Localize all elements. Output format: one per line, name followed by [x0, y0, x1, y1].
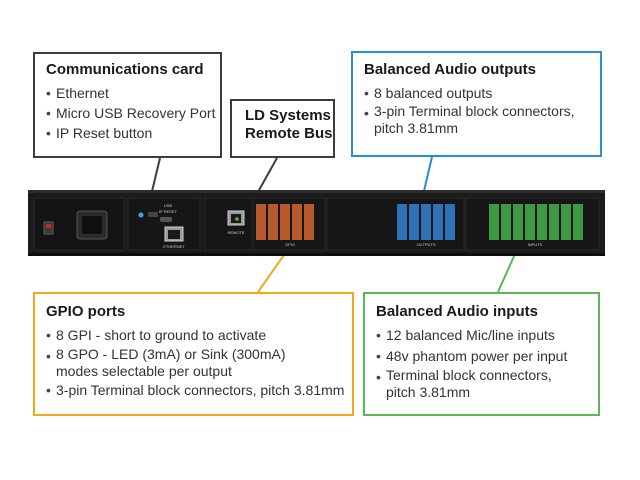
remote-bus-callout: LD Systems Remote Bus [230, 99, 335, 158]
gpio-label: GPIO [285, 242, 295, 247]
usb-label: USB [164, 203, 173, 208]
input-connector [501, 204, 511, 240]
input-connector [537, 204, 547, 240]
outputs-item-connectors-line1: 3-pin Terminal block connectors, [374, 103, 575, 119]
outputs-item-connectors-line2: pitch 3.81mm [374, 120, 459, 136]
iec-inlet-inner [82, 216, 102, 234]
communications-card-callout: Communications card Ethernet Micro USB R… [33, 52, 222, 158]
output-connector [445, 204, 455, 240]
gpio-item-gpo: 8 GPO - LED (3mA) or Sink (300mA) modes … [46, 346, 352, 380]
input-connector [525, 204, 535, 240]
gpio-connector [256, 204, 266, 240]
inputs-item-phantom: 48v phantom power per input [376, 346, 598, 367]
communications-card-title: Communications card [46, 61, 204, 78]
balanced-outputs-callout: Balanced Audio outputs 8 balanced output… [351, 51, 602, 157]
chassis-shadow [28, 253, 605, 256]
ethernet-port-inner [168, 230, 180, 239]
balanced-inputs-title: Balanced Audio inputs [376, 303, 538, 320]
balanced-inputs-callout: Balanced Audio inputs 12 balanced Mic/li… [363, 292, 600, 416]
gpio-connectors [256, 204, 314, 240]
output-connector [409, 204, 419, 240]
inputs-item-connectors: Terminal block connectors, pitch 3.81mm [376, 367, 598, 401]
input-connector [549, 204, 559, 240]
input-connector [573, 204, 583, 240]
communications-card-list: Ethernet Micro USB Recovery Port IP Rese… [46, 83, 220, 143]
ip-reset-label: IP RESET [159, 209, 178, 214]
outputs-item-connectors: 3-pin Terminal block connectors, pitch 3… [364, 103, 600, 137]
balanced-inputs-list: 12 balanced Mic/line inputs 48v phantom … [376, 325, 598, 401]
inputs-item-connectors-line1: Terminal block connectors, [386, 367, 552, 383]
gpio-connector [280, 204, 290, 240]
output-connectors [397, 204, 455, 240]
balanced-outputs-title: Balanced Audio outputs [364, 61, 536, 78]
gpio-item-connectors: 3-pin Terminal block connectors, pitch 3… [46, 380, 352, 401]
comm-card-panel [127, 197, 201, 251]
output-connector [421, 204, 431, 240]
balanced-outputs-list: 8 balanced outputs 3-pin Terminal block … [364, 83, 600, 137]
inputs-item-connectors-line2: pitch 3.81mm [386, 384, 471, 400]
input-connector [513, 204, 523, 240]
gpio-ports-callout: GPIO ports 8 GPI - short to ground to ac… [33, 292, 354, 416]
chassis-highlight [28, 190, 605, 193]
comm-item-ip-reset: IP Reset button [46, 123, 220, 143]
gpio-ports-list: 8 GPI - short to ground to activate 8 GP… [46, 325, 352, 401]
gpio-item-gpi: 8 GPI - short to ground to activate [46, 325, 352, 346]
usb-led [138, 212, 144, 218]
input-connector [489, 204, 499, 240]
remote-bus-title-line1: LD Systems [245, 107, 331, 124]
gpio-connector [268, 204, 278, 240]
ethernet-label: ETHERNET [163, 244, 185, 249]
micro-usb-port [148, 212, 158, 217]
gpio-connector [292, 204, 302, 240]
output-connector [433, 204, 443, 240]
ip-reset-button [160, 217, 172, 222]
gpio-ports-title: GPIO ports [46, 303, 126, 320]
outputs-panel [326, 197, 465, 251]
gpio-item-gpo-line2: modes selectable per output [56, 363, 232, 379]
output-connector [397, 204, 407, 240]
power-switch-rocker [46, 224, 51, 228]
outputs-item-count: 8 balanced outputs [364, 83, 600, 103]
outputs-label: OUTPUTS [416, 242, 435, 247]
remote-led [235, 217, 239, 221]
gpio-item-gpo-line1: 8 GPO - LED (3mA) or Sink (300mA) [56, 346, 286, 362]
comm-item-micro-usb: Micro USB Recovery Port [46, 103, 220, 123]
remote-label: REMOTE [227, 230, 244, 235]
input-connectors [489, 204, 583, 240]
inputs-label: INPUTS [528, 242, 543, 247]
comm-item-ethernet: Ethernet [46, 83, 220, 103]
remote-bus-title-line2: Remote Bus [245, 125, 333, 142]
inputs-item-count: 12 balanced Mic/line inputs [376, 325, 598, 346]
gpio-connector [304, 204, 314, 240]
input-connector [561, 204, 571, 240]
